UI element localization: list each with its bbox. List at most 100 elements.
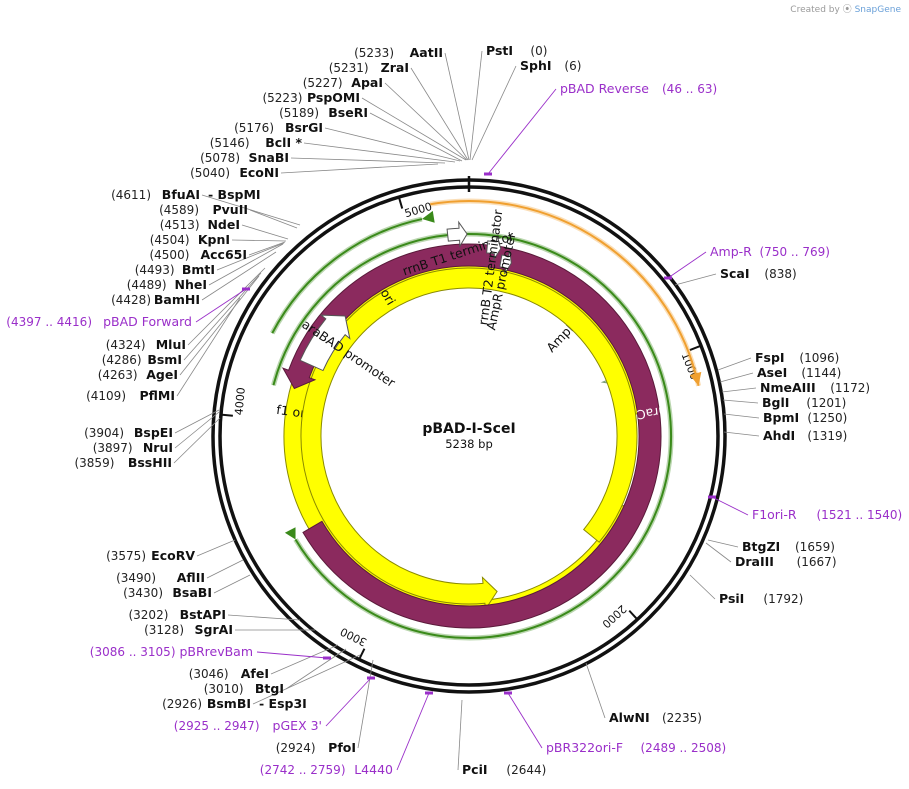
feature-label-f1ori: f1 ori	[276, 402, 310, 421]
feature-arabad	[299, 314, 351, 372]
primer-leader-6	[325, 677, 372, 727]
enzyme-name-42: BtgZI	[742, 539, 780, 554]
enzyme-name-26: EcoRV	[151, 548, 195, 563]
enzyme-pos-17: (4489)	[127, 278, 167, 292]
feature-ori	[300, 267, 638, 611]
site-labels: PstI(0)SphI(6)AatII(5233)ZraI(5231)ApaI(…	[6, 43, 902, 777]
enzyme-leader-12	[249, 209, 298, 229]
primer-leader-5	[256, 651, 328, 659]
enzyme-leader-32	[285, 648, 347, 690]
enzyme-pos-40: (1250)	[807, 411, 847, 425]
enzyme-pos-7: (5176)	[234, 121, 274, 135]
enzyme-leader-31	[270, 644, 339, 675]
enzyme-leader-13	[241, 224, 289, 240]
enzyme-name-38: NmeAIII	[760, 380, 816, 395]
enzyme-leader-5	[361, 97, 467, 161]
enzyme-extra-11: - BspMI	[208, 187, 261, 202]
primer-mark-4	[242, 287, 250, 291]
enzyme-name-3: ZraI	[381, 60, 409, 75]
orf-outer-arrowhead	[689, 371, 702, 386]
orf-arac-arrowhead	[284, 527, 296, 540]
enzyme-name-4: ApaI	[351, 75, 383, 90]
credit-brand: SnapGene	[854, 5, 901, 15]
ruler-label-2000: 2000	[599, 602, 628, 631]
enzyme-name-27: AflII	[177, 570, 205, 585]
ruler-tick-5000	[397, 196, 404, 209]
primer-mark-7	[425, 691, 433, 695]
primer-range-0: (46 .. 63)	[662, 82, 717, 96]
ruler-tick-4000	[220, 413, 233, 417]
enzyme-pos-16: (4493)	[135, 263, 175, 277]
enzyme-leader-14	[231, 239, 287, 242]
enzyme-name-22: PflMI	[139, 388, 175, 403]
primer-name-0: pBAD Reverse	[560, 81, 649, 96]
primer-range-4: (4397 .. 4416)	[6, 315, 92, 329]
primer-range-7: (2742 .. 2759)	[260, 763, 346, 777]
primer-name-2: F1ori-R	[752, 507, 797, 522]
enzyme-pos-12: (4589)	[159, 203, 199, 217]
enzyme-name-16: BmtI	[182, 262, 215, 277]
feature-rrnbt1	[446, 220, 468, 248]
enzyme-leader-27	[206, 559, 244, 579]
enzyme-pos-18: (4428)	[111, 293, 151, 307]
enzyme-leader-44	[689, 574, 716, 600]
enzyme-pos-42: (1659)	[795, 540, 835, 554]
enzyme-name-9: SnaBI	[248, 150, 289, 165]
enzyme-pos-24: (3897)	[93, 441, 133, 455]
enzyme-leader-46	[457, 699, 463, 771]
enzyme-pos-4: (5227)	[303, 76, 343, 90]
enzyme-pos-27: (3490)	[116, 571, 156, 585]
orf-inner-arrowhead	[421, 210, 435, 223]
enzyme-leader-43	[705, 542, 732, 563]
enzyme-leader-18	[201, 251, 277, 301]
enzyme-leader-34	[357, 659, 374, 749]
orf-outer	[430, 200, 700, 387]
plasmid-length: 5238 bp	[445, 437, 493, 451]
enzyme-name-20: BsmI	[147, 352, 182, 367]
enzyme-leader-8	[303, 142, 456, 163]
enzyme-name-5: PspOMI	[307, 90, 360, 105]
enzyme-leader-33	[252, 654, 361, 705]
enzyme-pos-30: (3128)	[144, 623, 184, 637]
primer-name-1: Amp-R	[710, 244, 752, 259]
enzyme-name-37: AseI	[757, 365, 787, 380]
enzyme-pos-13: (4513)	[160, 218, 200, 232]
feature-label-ori: ori	[378, 286, 399, 308]
enzyme-leader-15	[248, 241, 286, 256]
primer-mark-6	[367, 676, 375, 680]
enzyme-pos-41: (1319)	[807, 429, 847, 443]
enzyme-pos-6: (5189)	[279, 106, 319, 120]
leader-lines	[173, 50, 760, 771]
primer-mark-3	[504, 691, 512, 695]
ruler-label-3000: 3000	[338, 625, 369, 649]
enzyme-name-17: NheI	[175, 277, 208, 292]
feature-arac	[281, 243, 662, 629]
enzyme-pos-44: (1792)	[763, 592, 803, 606]
plasmid-name: pBAD-I-SceI	[422, 421, 515, 437]
enzyme-pos-21: (4263)	[98, 368, 138, 382]
enzyme-leader-38	[721, 387, 757, 393]
enzyme-pos-1: (6)	[564, 59, 581, 73]
ruler-tick-3000	[358, 648, 366, 660]
enzyme-pos-15: (4500)	[149, 248, 189, 262]
ruler-tick-2000	[628, 609, 639, 621]
enzyme-name-46: PciI	[462, 762, 488, 777]
enzyme-pos-43: (1667)	[797, 555, 837, 569]
enzyme-name-39: BglI	[762, 395, 789, 410]
primer-name-7: L4440	[354, 762, 393, 777]
enzyme-name-14: KpnI	[198, 232, 230, 247]
enzyme-name-35: ScaI	[720, 266, 750, 281]
primer-leader-4	[195, 288, 247, 323]
enzyme-leader-24	[174, 411, 220, 449]
enzyme-name-44: PsiI	[719, 591, 744, 606]
enzyme-pos-19: (4324)	[106, 338, 146, 352]
enzyme-pos-34: (2924)	[276, 741, 316, 755]
enzyme-name-31: AfeI	[241, 666, 269, 681]
primer-mark-2	[708, 495, 716, 499]
enzyme-name-2: AatII	[410, 45, 443, 60]
credit-prefix: Created by	[790, 5, 840, 15]
enzyme-pos-37: (1144)	[801, 366, 841, 380]
enzyme-leader-1	[471, 65, 517, 161]
enzyme-leader-39	[722, 399, 759, 404]
primer-range-5: (3086 .. 3105)	[90, 645, 176, 659]
